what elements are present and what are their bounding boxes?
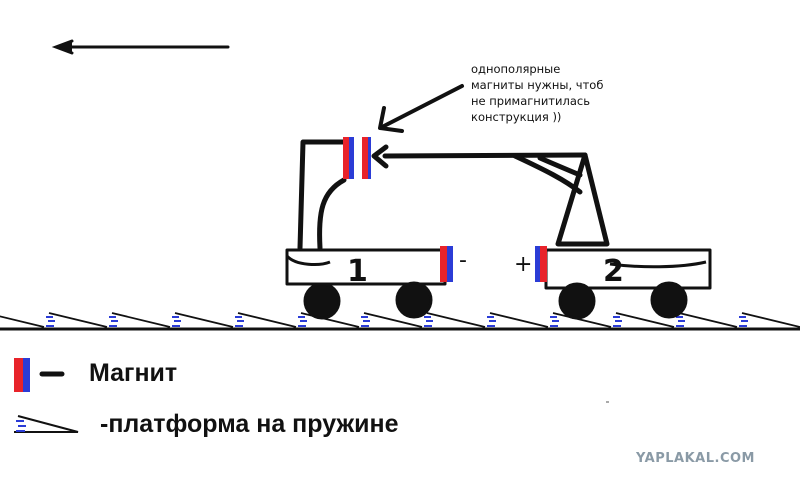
spring-platform xyxy=(174,312,244,328)
plus-sign: + xyxy=(514,252,533,277)
cart-1-wheel-left xyxy=(303,282,341,320)
spring-platform xyxy=(615,312,685,328)
cart-2-wheel-right xyxy=(650,281,688,319)
spring-platform xyxy=(237,312,307,328)
annotation-line-2: магниты нужны, чтоб xyxy=(471,78,604,92)
spring-platform xyxy=(363,312,433,328)
cart-2-number: 2 xyxy=(603,254,624,289)
stray-dot xyxy=(606,401,609,403)
annotation-line-4: конструкция )) xyxy=(471,110,562,124)
annotation-note: однополярные магниты нужны, чтоб не прим… xyxy=(471,61,631,125)
frame-magnet-right xyxy=(362,137,368,179)
spring-platform xyxy=(678,312,748,328)
legend-magnet-symbol xyxy=(14,358,65,392)
minus-sign: - xyxy=(459,248,467,273)
spring-platforms xyxy=(0,312,800,328)
annotation-line-1: однополярные xyxy=(471,62,561,76)
cart-1-number: 1 xyxy=(347,254,368,289)
frame-structure xyxy=(297,139,610,251)
spring-platform xyxy=(741,312,800,328)
spring-platform xyxy=(0,315,55,328)
cart-1-wheel-right xyxy=(395,281,433,319)
cart-1-magnet xyxy=(440,246,453,282)
direction-arrow xyxy=(51,39,230,55)
legend-magnet-label: Магнит xyxy=(89,359,178,387)
annotation-line-3: не примагнитилась xyxy=(471,94,590,108)
cart-2 xyxy=(544,248,712,320)
spring-platform xyxy=(552,312,622,328)
cart-2-wheel-left xyxy=(558,282,596,320)
cart-1 xyxy=(285,248,447,320)
spring-platform xyxy=(48,312,118,328)
legend-platform-symbol xyxy=(14,415,79,433)
spring-platform xyxy=(111,312,181,328)
pointer-arrow xyxy=(378,84,464,133)
watermark: YAPLAKAL.COM xyxy=(636,451,755,466)
spring-platform xyxy=(489,312,559,328)
frame-magnets xyxy=(343,137,371,179)
cart-2-magnet xyxy=(535,246,547,282)
spring-platform xyxy=(426,312,496,328)
legend-platform-label: -платформа на пружине xyxy=(100,410,399,438)
frame-magnet-left xyxy=(343,137,349,179)
